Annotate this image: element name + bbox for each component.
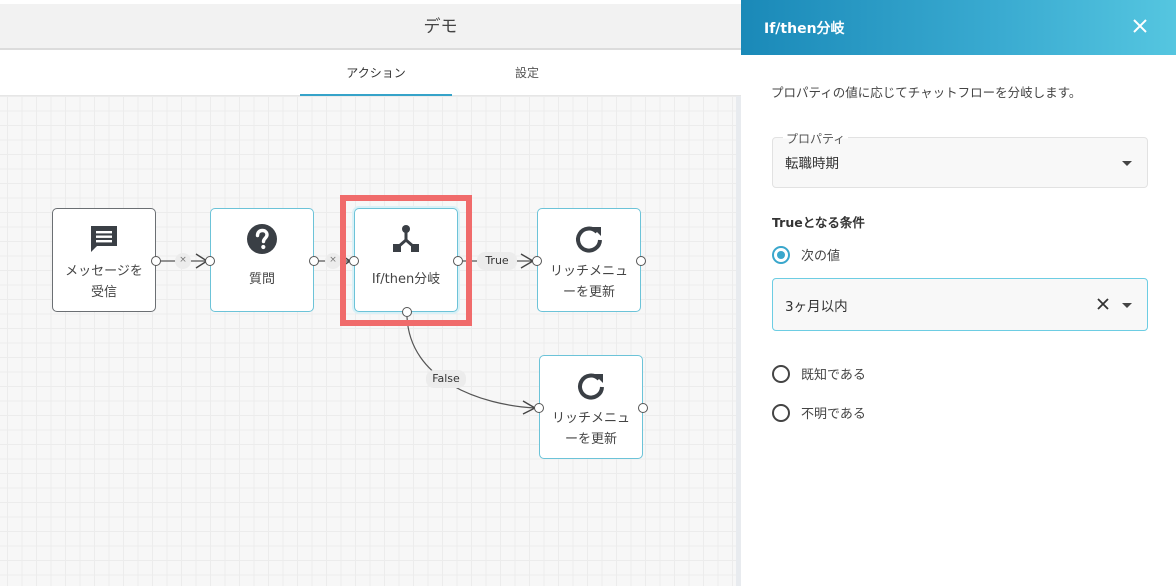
node-label: 質問 bbox=[248, 272, 275, 287]
output-port[interactable] bbox=[638, 403, 648, 413]
panel-header: If/then分岐 bbox=[741, 0, 1176, 55]
property-select-label: プロパティ bbox=[783, 130, 849, 147]
flow-canvas[interactable] bbox=[0, 96, 741, 586]
node-label: リッチメニュ ーを更新 bbox=[544, 408, 638, 450]
node-label-line2: ーを更新 bbox=[564, 432, 617, 447]
delete-edge-button[interactable]: × bbox=[325, 253, 341, 269]
tab-settings[interactable]: 設定 bbox=[514, 66, 539, 80]
input-port[interactable] bbox=[534, 403, 544, 413]
tab-actions[interactable]: アクション bbox=[300, 64, 452, 96]
refresh-icon bbox=[540, 370, 642, 402]
node-label-line2: 受信 bbox=[90, 285, 117, 300]
flow-editor: デモ アクション 設定 × × True False メッ bbox=[0, 0, 741, 586]
properties-panel: If/then分岐 プロパティの値に応じてチャットフローを分岐します。 プロパテ… bbox=[741, 0, 1176, 586]
editor-header: デモ bbox=[0, 0, 741, 50]
value-select[interactable]: 3ヶ月以内 bbox=[772, 278, 1148, 331]
node-update-richmenu-false[interactable]: リッチメニュ ーを更新 bbox=[534, 355, 648, 459]
branch-icon bbox=[355, 223, 457, 255]
edge-label-false: False bbox=[426, 370, 466, 388]
node-label: メッセージを 受信 bbox=[57, 261, 151, 303]
node-receive-message[interactable]: メッセージを 受信 bbox=[52, 208, 161, 312]
chevron-down-icon bbox=[1122, 161, 1132, 166]
radio-label: 不明である bbox=[801, 407, 866, 422]
node-label: If/then分岐 bbox=[371, 272, 441, 287]
delete-edge-button[interactable]: × bbox=[175, 253, 191, 269]
clear-value-button[interactable] bbox=[1095, 296, 1111, 312]
node-update-richmenu-true[interactable]: リッチメニュ ーを更新 bbox=[532, 208, 646, 312]
canvas-scroll-edge bbox=[736, 96, 741, 586]
selection-highlight bbox=[340, 195, 472, 326]
radio-unchecked-icon bbox=[772, 364, 790, 383]
value-select-value: 3ヶ月以内 bbox=[785, 299, 848, 315]
radio-option-value[interactable]: 次の値 bbox=[772, 245, 840, 264]
panel-title: If/then分岐 bbox=[764, 21, 845, 37]
node-label: リッチメニュ ーを更新 bbox=[542, 261, 636, 303]
node-label-line2: ーを更新 bbox=[562, 285, 615, 300]
output-port-false[interactable] bbox=[402, 307, 412, 317]
radio-unchecked-icon bbox=[772, 403, 790, 422]
node-if-then-branch[interactable]: If/then分岐 bbox=[349, 208, 463, 317]
input-port[interactable] bbox=[205, 256, 215, 266]
output-port-true[interactable] bbox=[453, 256, 463, 266]
editor-tabs: アクション 設定 bbox=[0, 50, 741, 96]
output-port[interactable] bbox=[636, 256, 646, 266]
radio-option-known[interactable]: 既知である bbox=[772, 364, 866, 383]
radio-checked-icon bbox=[772, 245, 790, 264]
property-select-value: 転職時期 bbox=[785, 156, 839, 172]
panel-description: プロパティの値に応じてチャットフローを分岐します。 bbox=[771, 85, 1082, 100]
output-port[interactable] bbox=[309, 256, 319, 266]
node-question[interactable]: 質問 bbox=[205, 208, 319, 312]
refresh-icon bbox=[538, 223, 640, 255]
node-label-line1: リッチメニュ bbox=[549, 264, 628, 279]
output-port[interactable] bbox=[151, 256, 161, 266]
close-panel-button[interactable] bbox=[1130, 16, 1150, 36]
clear-icon bbox=[1097, 298, 1109, 310]
edge-label-true: True bbox=[477, 252, 517, 270]
chevron-down-icon[interactable] bbox=[1122, 303, 1132, 308]
close-icon bbox=[1133, 19, 1147, 33]
radio-label: 既知である bbox=[801, 368, 866, 383]
input-port[interactable] bbox=[349, 256, 359, 266]
radio-label: 次の値 bbox=[801, 249, 841, 264]
node-label-line1: メッセージを bbox=[65, 264, 143, 279]
input-port[interactable] bbox=[532, 256, 542, 266]
node-label-line1: リッチメニュ bbox=[551, 411, 630, 426]
property-select[interactable]: プロパティ 転職時期 bbox=[772, 130, 1148, 188]
question-icon bbox=[211, 223, 313, 255]
radio-option-unknown[interactable]: 不明である bbox=[772, 403, 866, 422]
flow-title: デモ bbox=[423, 17, 458, 37]
condition-section-title: Trueとなる条件 bbox=[772, 215, 865, 230]
message-icon bbox=[53, 223, 155, 255]
